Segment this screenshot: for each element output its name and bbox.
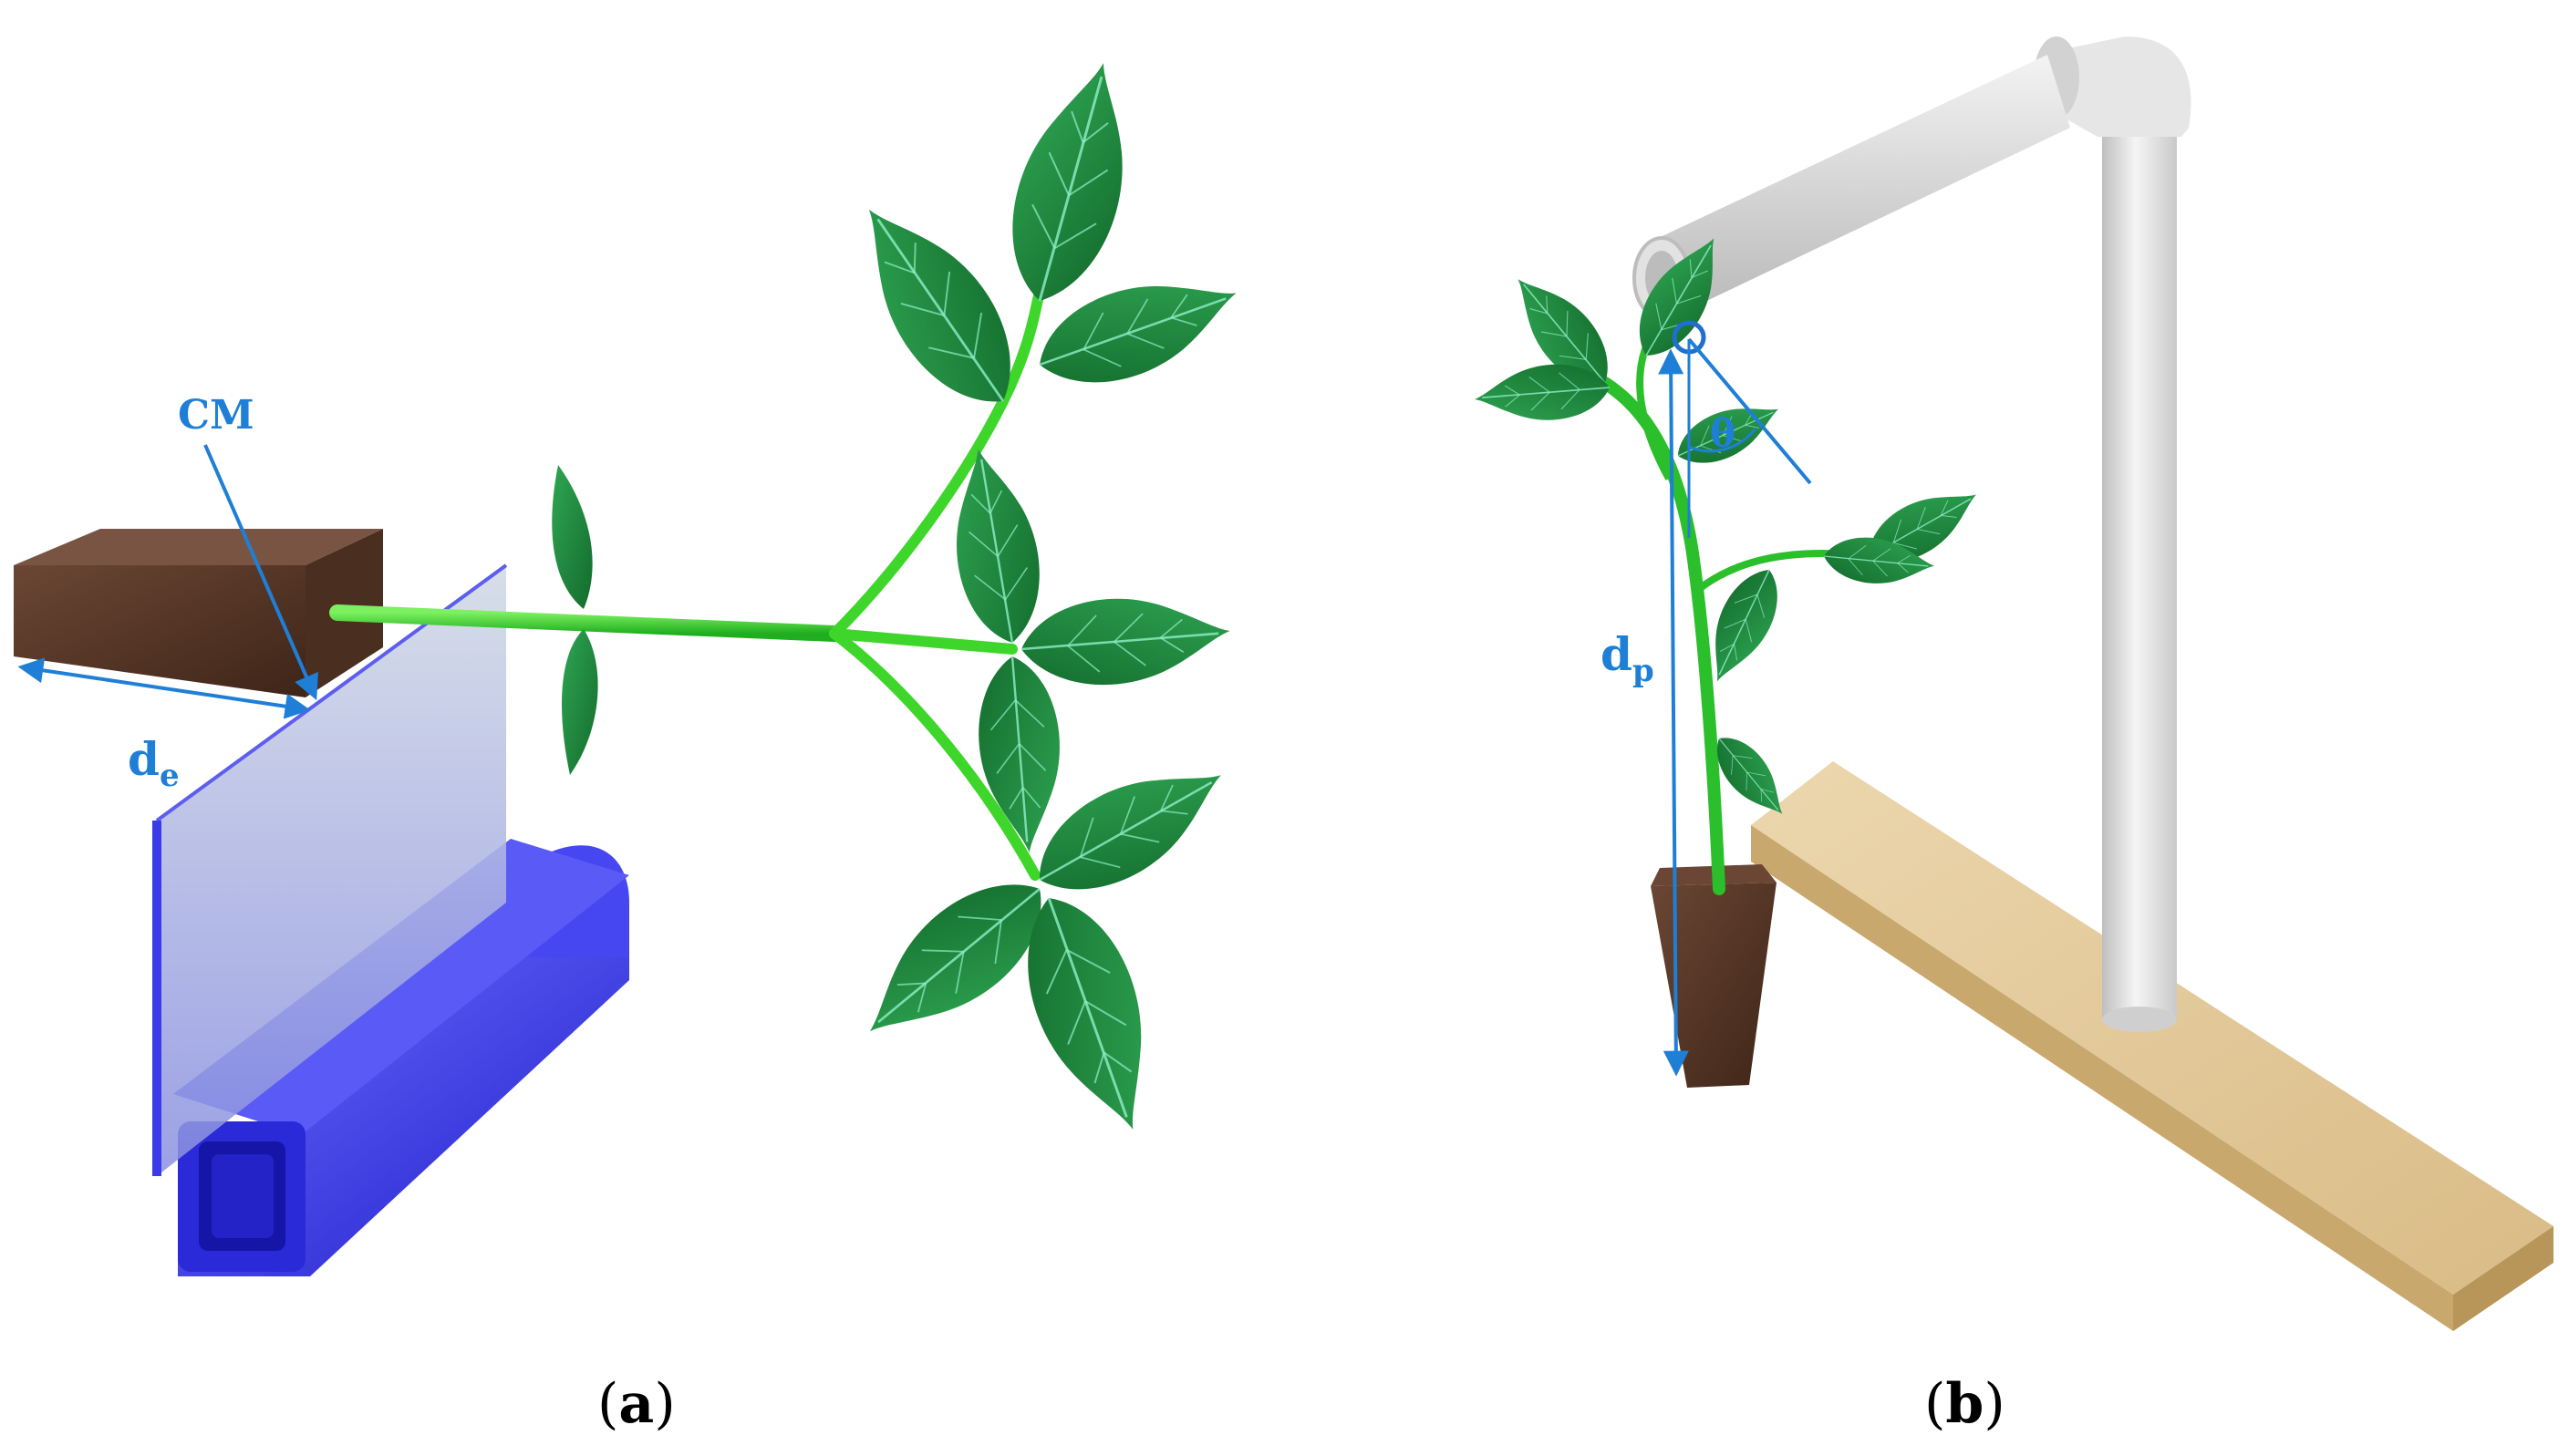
theta-arc (1688, 428, 1757, 453)
leaf-icon (1016, 587, 1236, 694)
label-cm: CM (178, 392, 254, 439)
arrow-icon (1658, 348, 1689, 1077)
caption-b: (b) (1924, 1372, 2005, 1436)
leaf-icon (970, 651, 1071, 858)
label-de-main: d (128, 732, 160, 786)
arrow-icon (17, 657, 311, 719)
pipe-stand (1632, 36, 2191, 1032)
label-dp: dp (1600, 627, 1654, 689)
caption-a-close: ) (654, 1372, 675, 1436)
arrow-icon (1687, 337, 1812, 485)
leaf-icon (552, 465, 598, 775)
caption-a-letter: a (618, 1372, 654, 1436)
horizontal-stem (329, 286, 1045, 881)
arrow-icon (203, 444, 318, 701)
leaf-icon (989, 48, 1155, 315)
caption-a-open: ( (597, 1372, 618, 1436)
plant-pot (1651, 864, 1777, 1088)
panel-b: θ dp (b) (1471, 36, 2553, 1436)
caption-b-close: ) (1984, 1372, 2004, 1436)
brown-block (14, 529, 383, 697)
caption-b-letter: b (1945, 1372, 1984, 1436)
label-de-sub: e (160, 758, 180, 794)
label-de: de (128, 732, 180, 794)
panel-a: CM de (a) (14, 48, 1253, 1436)
caption-b-open: ( (1924, 1372, 1945, 1436)
label-theta: θ (1710, 411, 1735, 456)
label-dp-sub: p (1632, 653, 1654, 689)
label-dp-main: d (1600, 627, 1632, 681)
glass-sheet (152, 563, 508, 1176)
caption-a: (a) (597, 1372, 676, 1436)
